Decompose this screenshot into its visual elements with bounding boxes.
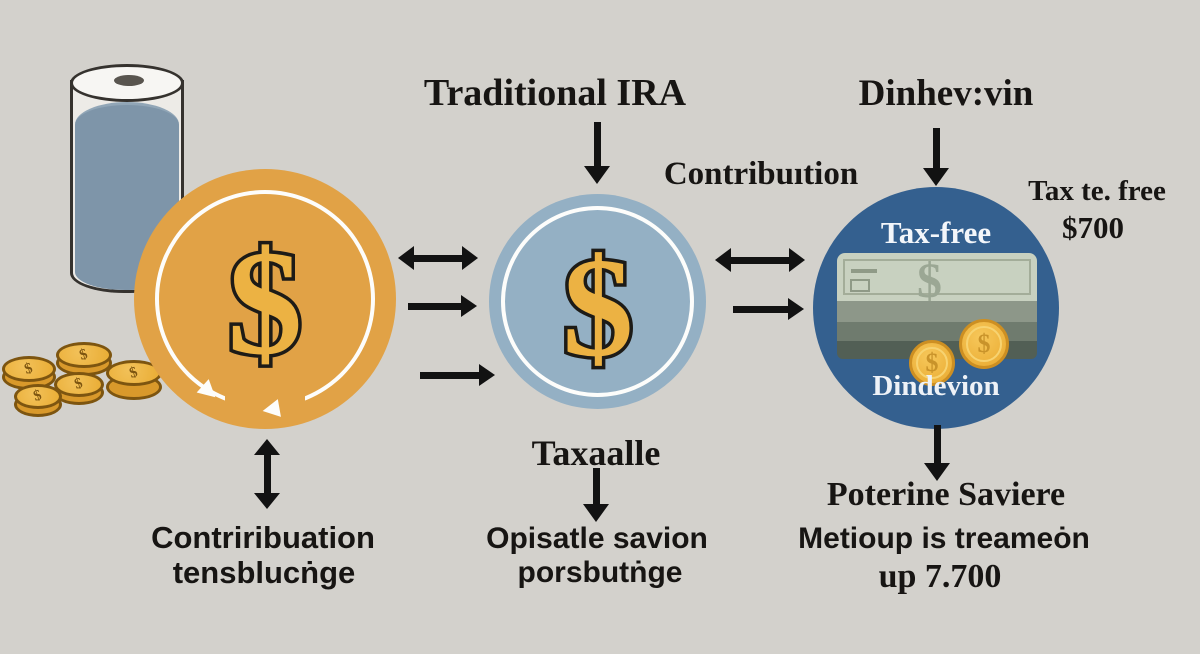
middle-caption-line1: Opisatle savion — [486, 522, 708, 555]
money-stack-icon: $ $ $ — [837, 252, 1037, 386]
dindevion-label: Dindevion — [872, 370, 1000, 402]
gold-coin-icon: $ — [959, 319, 1009, 369]
coin-icon: $ — [56, 342, 112, 376]
coin-icon: $ — [54, 372, 104, 405]
arrow-left-right-icon — [395, 246, 481, 270]
svg-text:$: $ — [562, 228, 633, 386]
arrow-right-icon — [420, 364, 498, 386]
left-caption-line2: tensblucṅge — [172, 555, 356, 590]
right-caption-line3: up 7.700 — [878, 558, 1002, 595]
bill-stack-layer — [837, 301, 1037, 322]
left-caption-line1: Contriribuation — [151, 520, 375, 555]
darkblue-money-circle: Tax-free $ $ $ Dindevion — [813, 187, 1059, 429]
arrow-down-icon — [923, 128, 949, 188]
label-contribution: Contribuıtion — [663, 156, 859, 192]
inner-ring-icon — [501, 206, 694, 397]
label-tax-te-free: Tax te. free — [1028, 175, 1166, 207]
coin-dollar: $ — [22, 359, 35, 378]
banknote-dollar-watermark: $ — [917, 252, 942, 308]
tax-free-label: Tax-free — [880, 215, 992, 250]
arrow-right-icon — [408, 295, 480, 317]
right-caption-line2: Metioup is treameȯn — [798, 522, 1090, 555]
title-traditional-ira: Traditional IRA — [423, 72, 687, 114]
orange-dollar-circle: $ — [134, 169, 396, 429]
gold-coin-icon: $ — [909, 340, 955, 386]
arrow-down-icon — [584, 122, 610, 186]
arrow-up-down-icon — [254, 436, 280, 512]
label-700: $700 — [1062, 210, 1124, 245]
title-dinhevvin: Dinhev:vin — [858, 73, 1034, 114]
middle-caption-line2: porsbutṅge — [517, 556, 683, 589]
banknote-icon — [837, 253, 1037, 301]
coin-dollar: $ — [31, 387, 44, 405]
arrow-left-right-icon — [712, 248, 808, 272]
dollar-symbol-icon: $ — [559, 224, 637, 389]
coin-icon: $ — [2, 356, 56, 390]
coin-dollar: $ — [77, 345, 90, 364]
svg-text:$: $ — [228, 220, 303, 386]
taxaalle-label: Taxaalle — [531, 433, 661, 473]
dollar-symbol-icon: $ — [224, 217, 306, 390]
right-caption-line1: Poterine Saviere — [826, 476, 1066, 513]
arrow-right-icon — [733, 298, 807, 320]
coin-icon: $ — [106, 360, 162, 400]
glass-opening — [114, 75, 144, 86]
coin-icon: $ — [14, 384, 62, 417]
arrow-down-icon — [583, 468, 609, 522]
blue-dollar-circle: $ — [489, 194, 706, 409]
arrow-down-icon — [924, 425, 950, 483]
coin-dollar: $ — [72, 375, 85, 393]
